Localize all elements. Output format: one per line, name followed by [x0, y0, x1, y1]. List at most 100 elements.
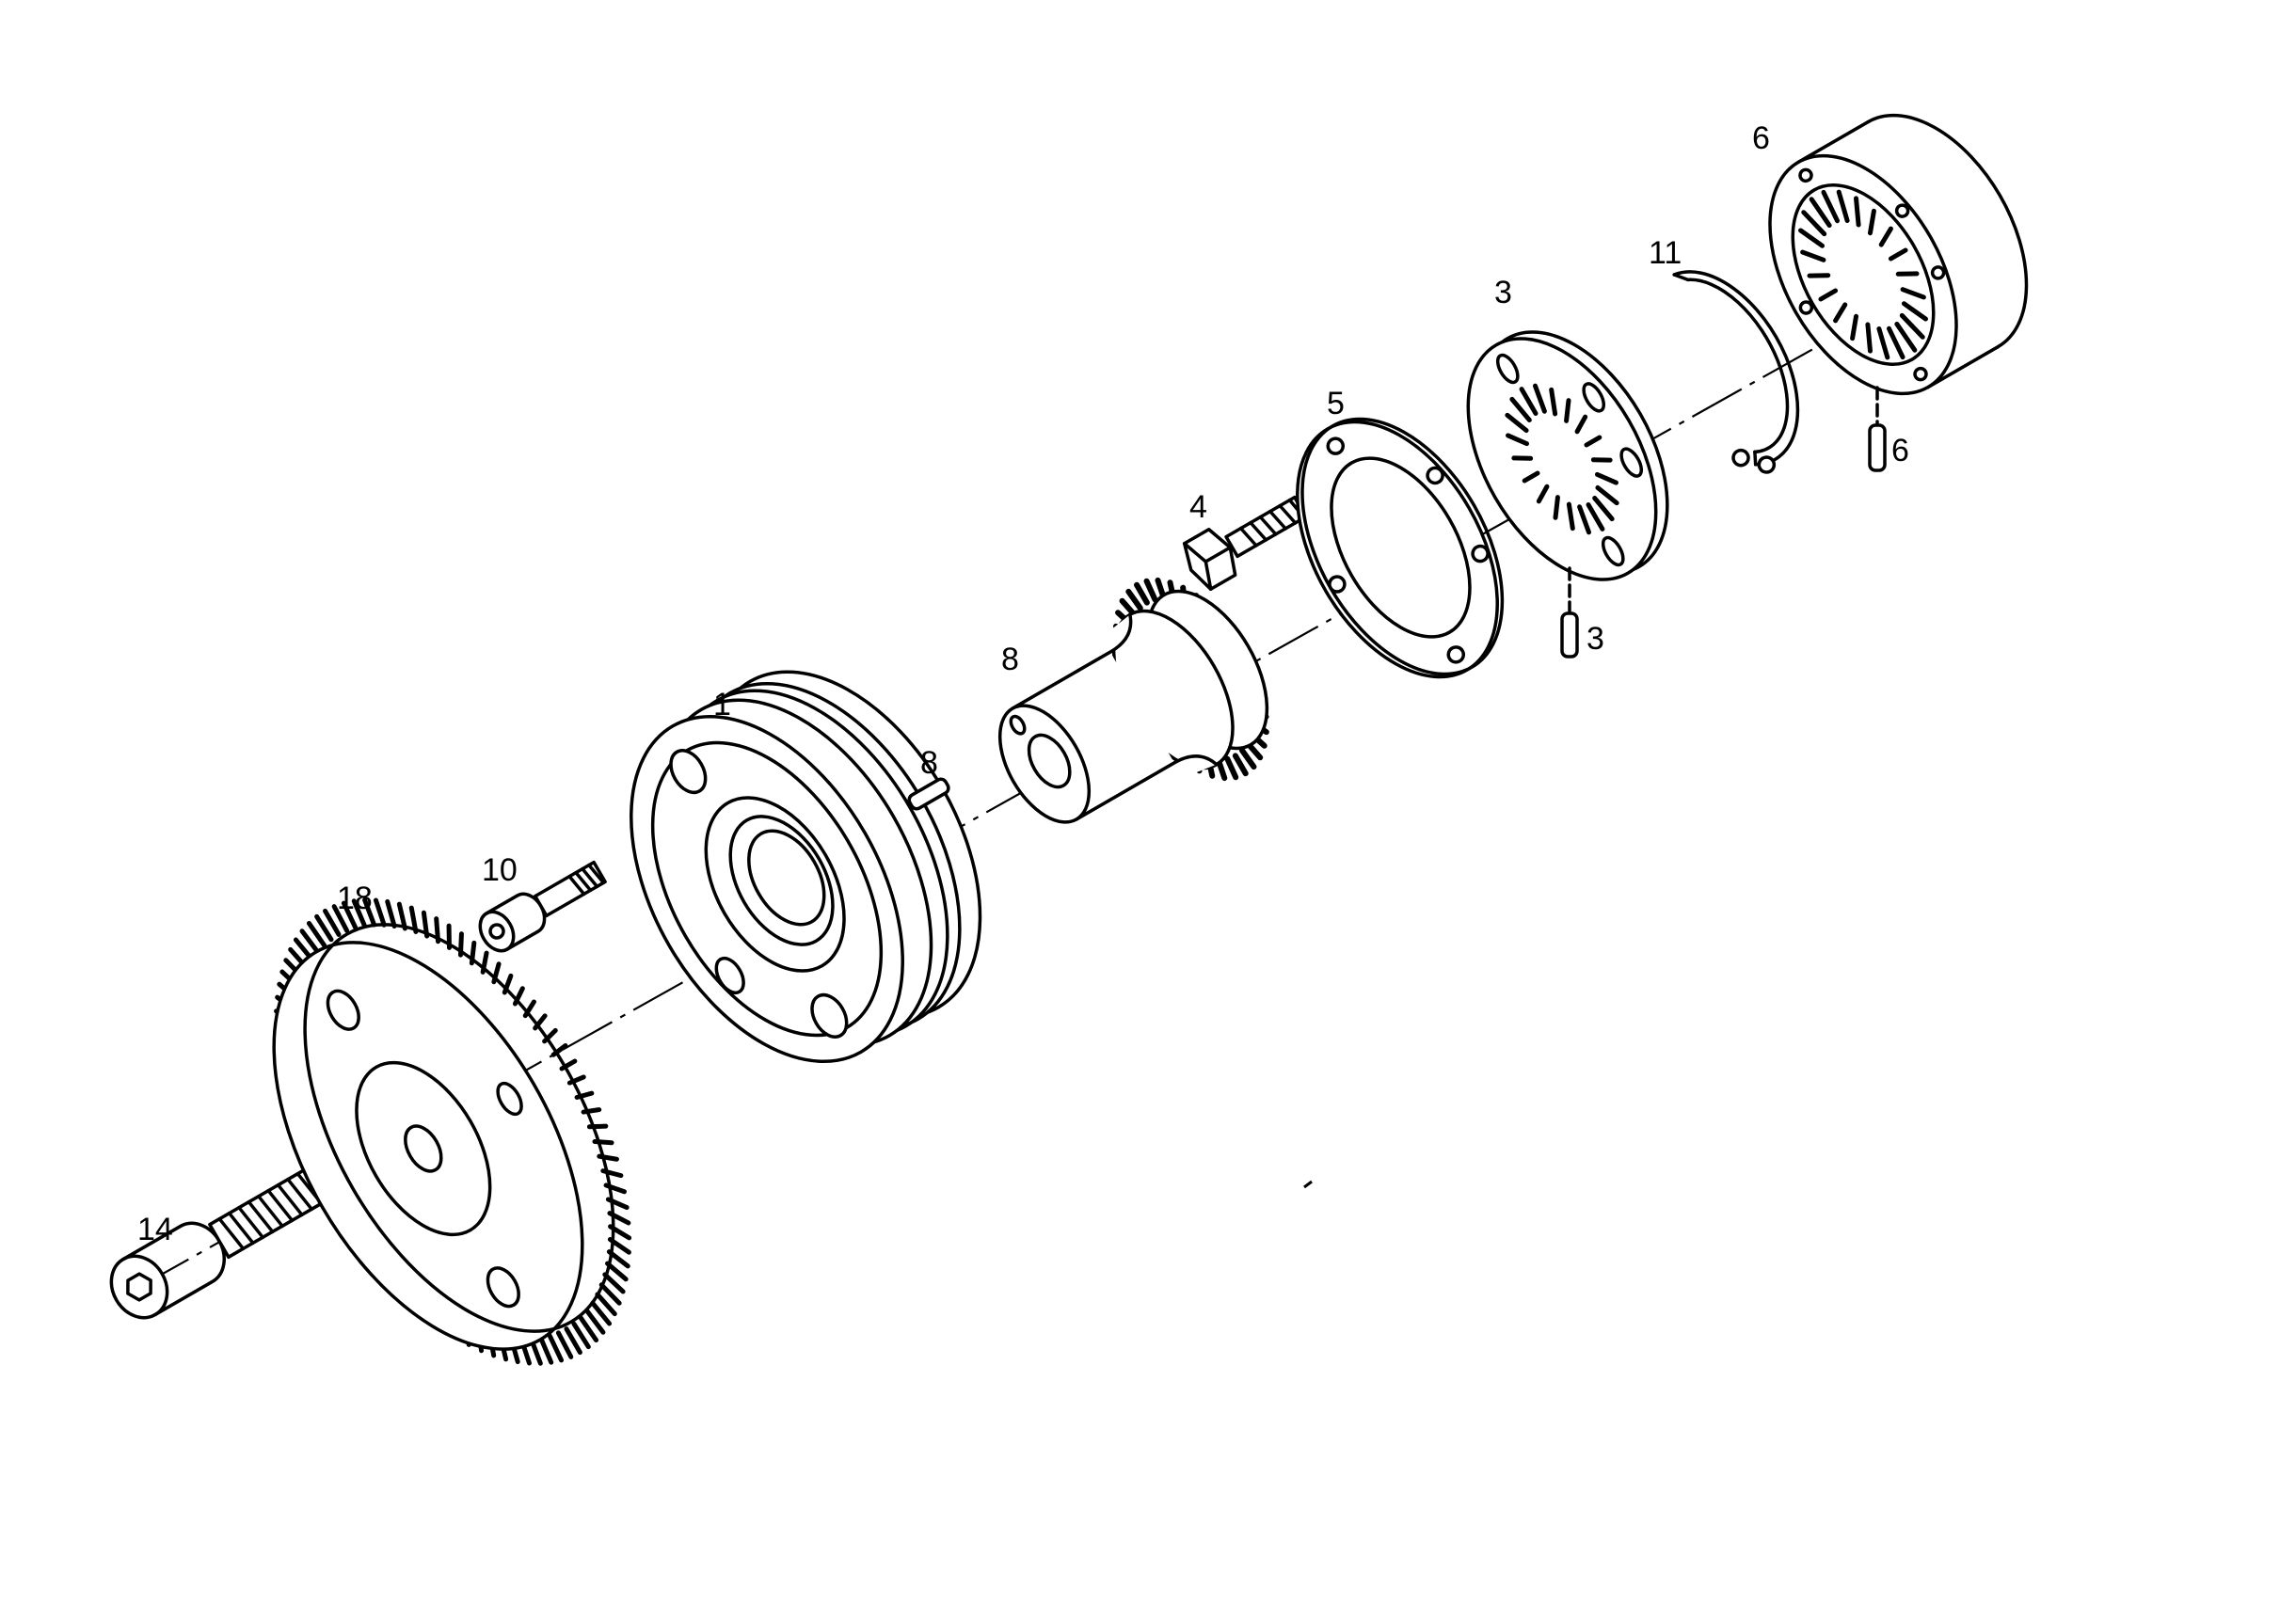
gear18teeth-tooth — [564, 1326, 582, 1356]
spline6-tooth — [1801, 210, 1827, 237]
gear18teeth-tooth — [314, 913, 334, 943]
gear18teeth-tooth — [598, 1282, 622, 1306]
spline3-tooth — [1509, 396, 1532, 423]
part-3-pin — [1560, 566, 1579, 659]
spline3-tooth — [1592, 495, 1615, 522]
part-5-flange-ring — [1296, 417, 1505, 679]
part-8-pin — [907, 777, 950, 811]
part-18-spur-gear — [272, 897, 632, 1366]
spline3-tooth — [1577, 504, 1592, 535]
spline6-tooth — [1798, 228, 1826, 248]
spline3-tooth — [1594, 471, 1618, 485]
callout-8-hub: 8 — [1001, 642, 1019, 677]
callout-3-pin: 3 — [1586, 621, 1604, 657]
part-6-splined-housing — [1768, 113, 2029, 396]
spline6-tooth — [1900, 287, 1926, 300]
callouts: 1 3 3 4 5 6 6 8 8 10 11 14 18 — [137, 120, 1909, 1247]
part-4-hex-bolt — [1182, 495, 1308, 591]
callout-5: 5 — [1327, 386, 1345, 421]
spline6-tooth — [1876, 325, 1890, 360]
gear18teeth-tooth — [299, 928, 321, 955]
gear18teeth-tooth — [385, 898, 397, 929]
gear18teeth-tooth — [306, 920, 327, 948]
part-6-pin — [1868, 386, 1887, 472]
spline3-tooth — [1506, 433, 1530, 447]
spline6-tooth — [1821, 189, 1841, 224]
spline3-tooth — [1549, 387, 1558, 417]
spline6-tooth — [1899, 312, 1925, 340]
gear18teeth-tooth — [602, 1272, 626, 1294]
gear18teeth-tooth — [595, 1292, 617, 1317]
spline3-tooth — [1564, 398, 1571, 423]
part-8-hub-gear — [997, 577, 1269, 824]
callout-14: 14 — [137, 1212, 173, 1247]
spline3-tooth — [1522, 470, 1540, 484]
gear18teeth-tooth — [547, 1333, 565, 1363]
spline6-tooth — [1888, 247, 1908, 262]
hub8teeth-tooth — [1125, 588, 1143, 611]
gear18teeth-tooth — [362, 897, 377, 928]
callout-6-pin: 6 — [1891, 433, 1909, 468]
stray-mark — [1303, 1180, 1313, 1189]
spline3-tooth — [1584, 435, 1602, 448]
gear18teeth-tooth — [341, 900, 359, 930]
gear18teeth-tooth — [578, 1315, 599, 1343]
callout-1: 1 — [713, 687, 731, 722]
spline3-tooth — [1532, 383, 1547, 414]
spline3-tooth — [1586, 501, 1605, 532]
gear18teeth-tooth — [373, 897, 387, 928]
hub8teeth-tooth — [1224, 755, 1239, 781]
spline6-tooth — [1854, 196, 1861, 228]
callout-8-pin: 8 — [920, 745, 938, 781]
spline3-tooth — [1511, 455, 1534, 461]
gear18teeth-tooth — [538, 1335, 554, 1365]
gear18teeth-tooth — [323, 908, 342, 937]
spline6-tooth — [1865, 322, 1873, 354]
callout-11: 11 — [1649, 235, 1682, 271]
spline6-tooth — [1867, 208, 1876, 236]
callout-4: 4 — [1189, 489, 1207, 525]
spline6-tooth — [1807, 273, 1831, 278]
spline6-tooth — [1809, 197, 1832, 229]
callout-3-plate: 3 — [1494, 275, 1512, 310]
spline6-tooth — [1894, 321, 1918, 353]
callout-18: 18 — [337, 881, 373, 916]
callout-6-housing: 6 — [1752, 120, 1770, 156]
spline6-tooth — [1886, 325, 1905, 360]
spline6-tooth — [1850, 313, 1859, 341]
gear18teeth-tooth — [396, 901, 407, 931]
gear18teeth-tooth — [555, 1330, 574, 1359]
spline6-tooth — [1895, 271, 1920, 277]
gear18teeth-tooth — [571, 1321, 591, 1350]
part-11-circlip — [1672, 270, 1800, 474]
part-3-splined-plate — [1466, 330, 1669, 581]
part-14-cap-screw — [109, 1166, 328, 1320]
part-1-clutch-body — [630, 670, 982, 1064]
spline6-tooth — [1901, 301, 1928, 322]
spline-6-teeth — [1798, 189, 1928, 360]
spline6-tooth — [1833, 302, 1848, 324]
spline6-tooth — [1818, 288, 1839, 302]
part-10-socket-bolt — [478, 860, 607, 953]
spline-3-teeth — [1505, 383, 1619, 535]
spline3-tooth — [1553, 495, 1560, 520]
callout-10: 10 — [482, 852, 518, 888]
spline3-tooth — [1595, 484, 1619, 506]
spline6-tooth — [1800, 249, 1826, 262]
gear18teeth-tooth — [584, 1309, 606, 1335]
hub8teeth-tooth — [1143, 578, 1158, 603]
spline6-tooth — [1836, 189, 1850, 224]
hub8teeth-tooth — [1134, 581, 1150, 606]
gear18teeth-tooth — [351, 898, 367, 928]
hub8teeth-tooth — [1232, 753, 1249, 777]
spline3-tooth — [1505, 412, 1529, 434]
spline6-tooth — [1878, 226, 1893, 247]
spline3-tooth — [1536, 484, 1550, 504]
spline3-tooth — [1574, 414, 1588, 435]
spline3-tooth — [1566, 501, 1575, 532]
hub8teeth-tooth — [1238, 747, 1257, 770]
gear18teeth-tooth — [590, 1300, 613, 1326]
gear18teeth-tooth — [331, 904, 350, 933]
spline3-tooth — [1519, 387, 1539, 417]
